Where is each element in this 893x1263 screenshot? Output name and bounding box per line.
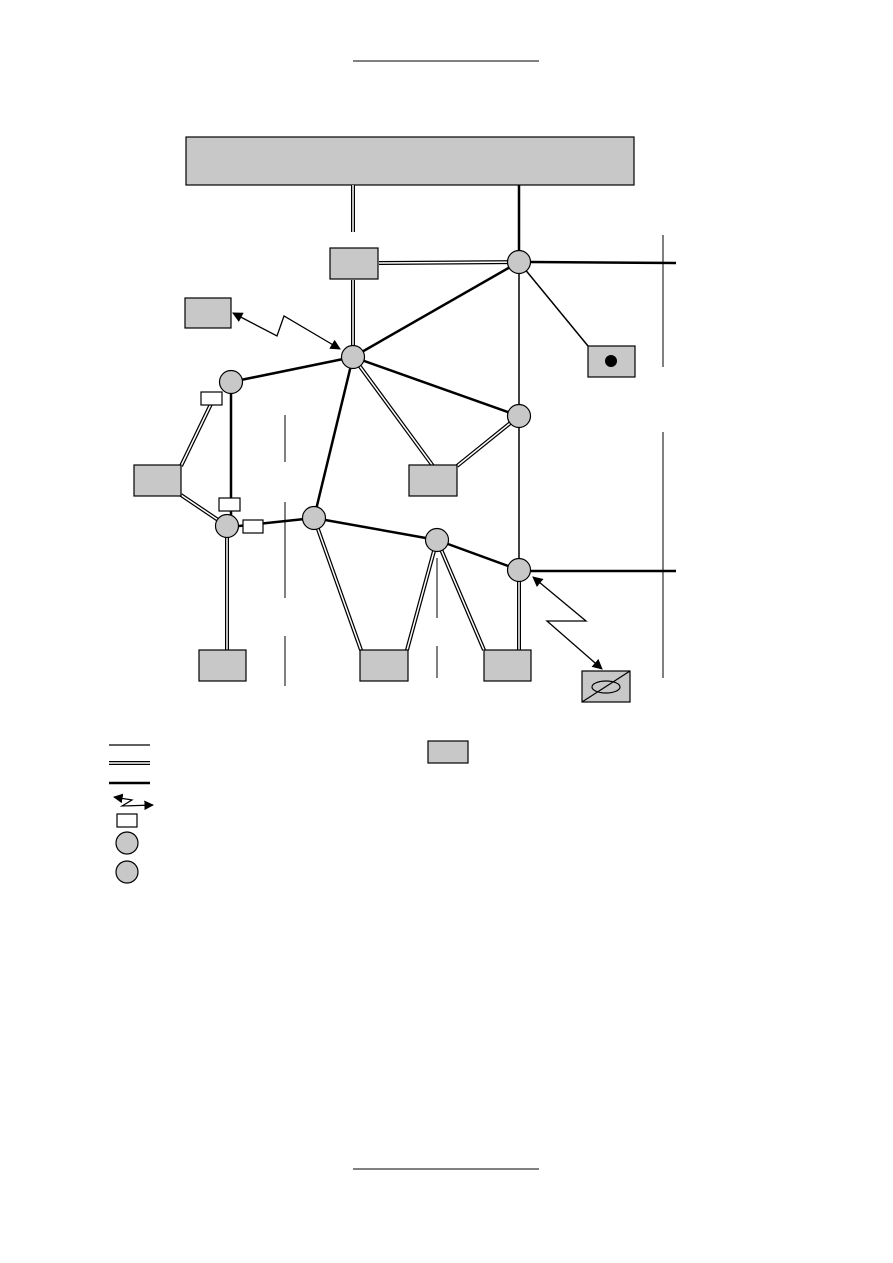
node-n1 bbox=[506, 249, 532, 275]
dot-icon bbox=[605, 355, 617, 367]
box-b5 bbox=[408, 464, 458, 497]
double-links bbox=[179, 185, 521, 651]
node-n2 bbox=[340, 344, 366, 370]
circle-nodes bbox=[214, 249, 532, 583]
radio-links bbox=[232, 312, 603, 670]
legend bbox=[109, 740, 469, 884]
node-n8 bbox=[506, 557, 532, 583]
box-b2 bbox=[184, 297, 232, 329]
crossed-ellipse-icon bbox=[581, 670, 631, 703]
legend-small-rect bbox=[116, 813, 138, 828]
node-n7 bbox=[424, 527, 450, 553]
box-b4 bbox=[133, 464, 182, 497]
box-b1 bbox=[329, 247, 379, 280]
legend-circle-1 bbox=[115, 831, 139, 855]
small-rects bbox=[200, 391, 264, 534]
top-bar bbox=[185, 136, 635, 186]
node-n4 bbox=[506, 403, 532, 429]
legend-circle-2 bbox=[115, 860, 139, 884]
gray-boxes bbox=[133, 247, 636, 703]
node-n3 bbox=[218, 369, 244, 395]
node-n5 bbox=[214, 513, 240, 539]
box-b7 bbox=[359, 649, 409, 682]
separators bbox=[284, 235, 664, 686]
node-n6 bbox=[301, 505, 327, 531]
legend-gray-box bbox=[427, 740, 469, 764]
box-b8 bbox=[483, 649, 532, 682]
thick-links bbox=[229, 185, 677, 573]
legend-radio-link bbox=[113, 793, 154, 811]
box-b6 bbox=[198, 649, 247, 682]
